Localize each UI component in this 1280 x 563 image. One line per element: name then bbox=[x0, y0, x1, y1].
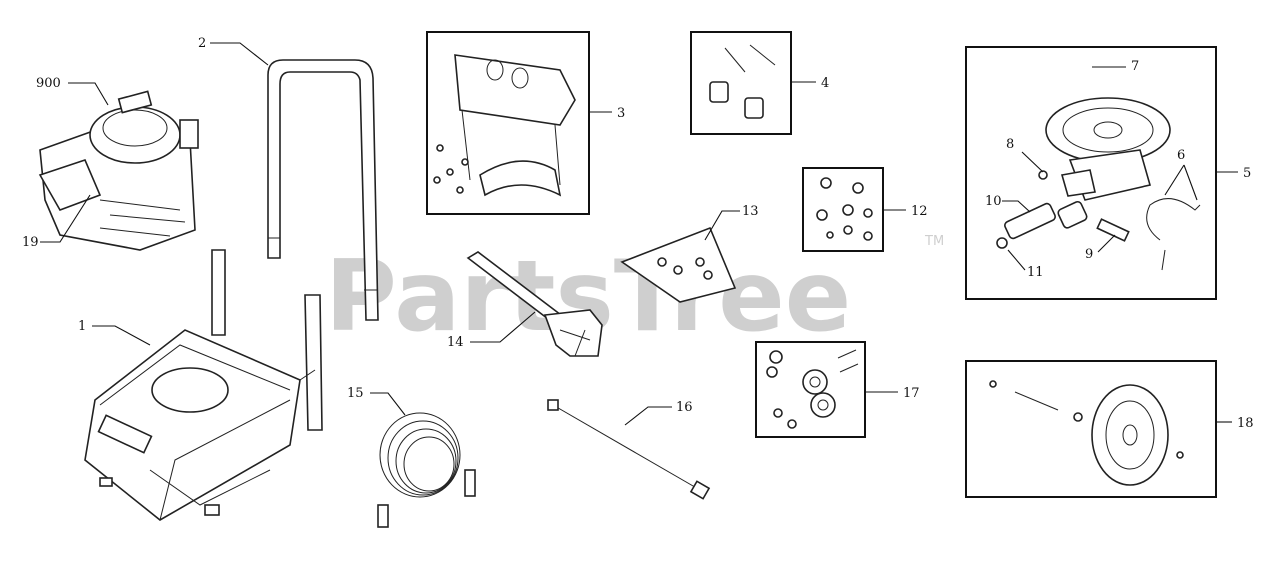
part-handle[interactable] bbox=[267, 59, 379, 321]
callout-10: 10 bbox=[985, 194, 1002, 209]
box-pump-assembly bbox=[965, 46, 1217, 300]
callout-900: 900 bbox=[36, 76, 61, 91]
box-wheel-hardware bbox=[755, 341, 866, 438]
callout-5: 5 bbox=[1243, 166, 1251, 181]
part-spray-gun[interactable] bbox=[466, 251, 603, 357]
callout-13: 13 bbox=[742, 204, 759, 219]
box-bracket-kit bbox=[426, 31, 590, 215]
part-bolts-4[interactable] bbox=[709, 44, 776, 119]
part-wheel[interactable] bbox=[989, 380, 1184, 486]
part-engine[interactable] bbox=[38, 90, 199, 251]
callout-15: 15 bbox=[347, 386, 364, 401]
part-pump-fittings[interactable] bbox=[996, 170, 1201, 271]
box-wheel bbox=[965, 360, 1217, 498]
callout-4: 4 bbox=[821, 76, 829, 91]
part-extension-wand[interactable] bbox=[547, 399, 711, 500]
callout-14: 14 bbox=[447, 335, 464, 350]
part-screws-3[interactable] bbox=[433, 144, 469, 194]
callout-7: 7 bbox=[1131, 59, 1139, 74]
callout-11: 11 bbox=[1027, 265, 1044, 280]
part-bracket[interactable] bbox=[454, 54, 576, 197]
callout-16: 16 bbox=[676, 400, 693, 415]
part-hardware-bag[interactable] bbox=[620, 226, 737, 303]
part-pump[interactable] bbox=[1045, 97, 1171, 201]
part-hose[interactable] bbox=[377, 412, 476, 528]
callout-19: 19 bbox=[22, 235, 39, 250]
part-frame[interactable] bbox=[84, 249, 323, 521]
callout-12: 12 bbox=[911, 204, 928, 219]
callout-9: 9 bbox=[1085, 247, 1093, 262]
part-fasteners-12[interactable] bbox=[816, 177, 873, 241]
callout-6: 6 bbox=[1177, 148, 1185, 163]
callout-18: 18 bbox=[1237, 416, 1254, 431]
watermark-trademark: TM bbox=[924, 234, 944, 249]
callout-2: 2 bbox=[198, 36, 206, 51]
callout-1: 1 bbox=[78, 319, 86, 334]
callout-17: 17 bbox=[903, 386, 920, 401]
part-wheel-hardware-17[interactable] bbox=[766, 349, 859, 429]
callout-8: 8 bbox=[1006, 137, 1014, 152]
callout-3: 3 bbox=[617, 106, 625, 121]
box-bolt-kit bbox=[690, 31, 792, 135]
box-fastener-kit bbox=[802, 167, 884, 252]
